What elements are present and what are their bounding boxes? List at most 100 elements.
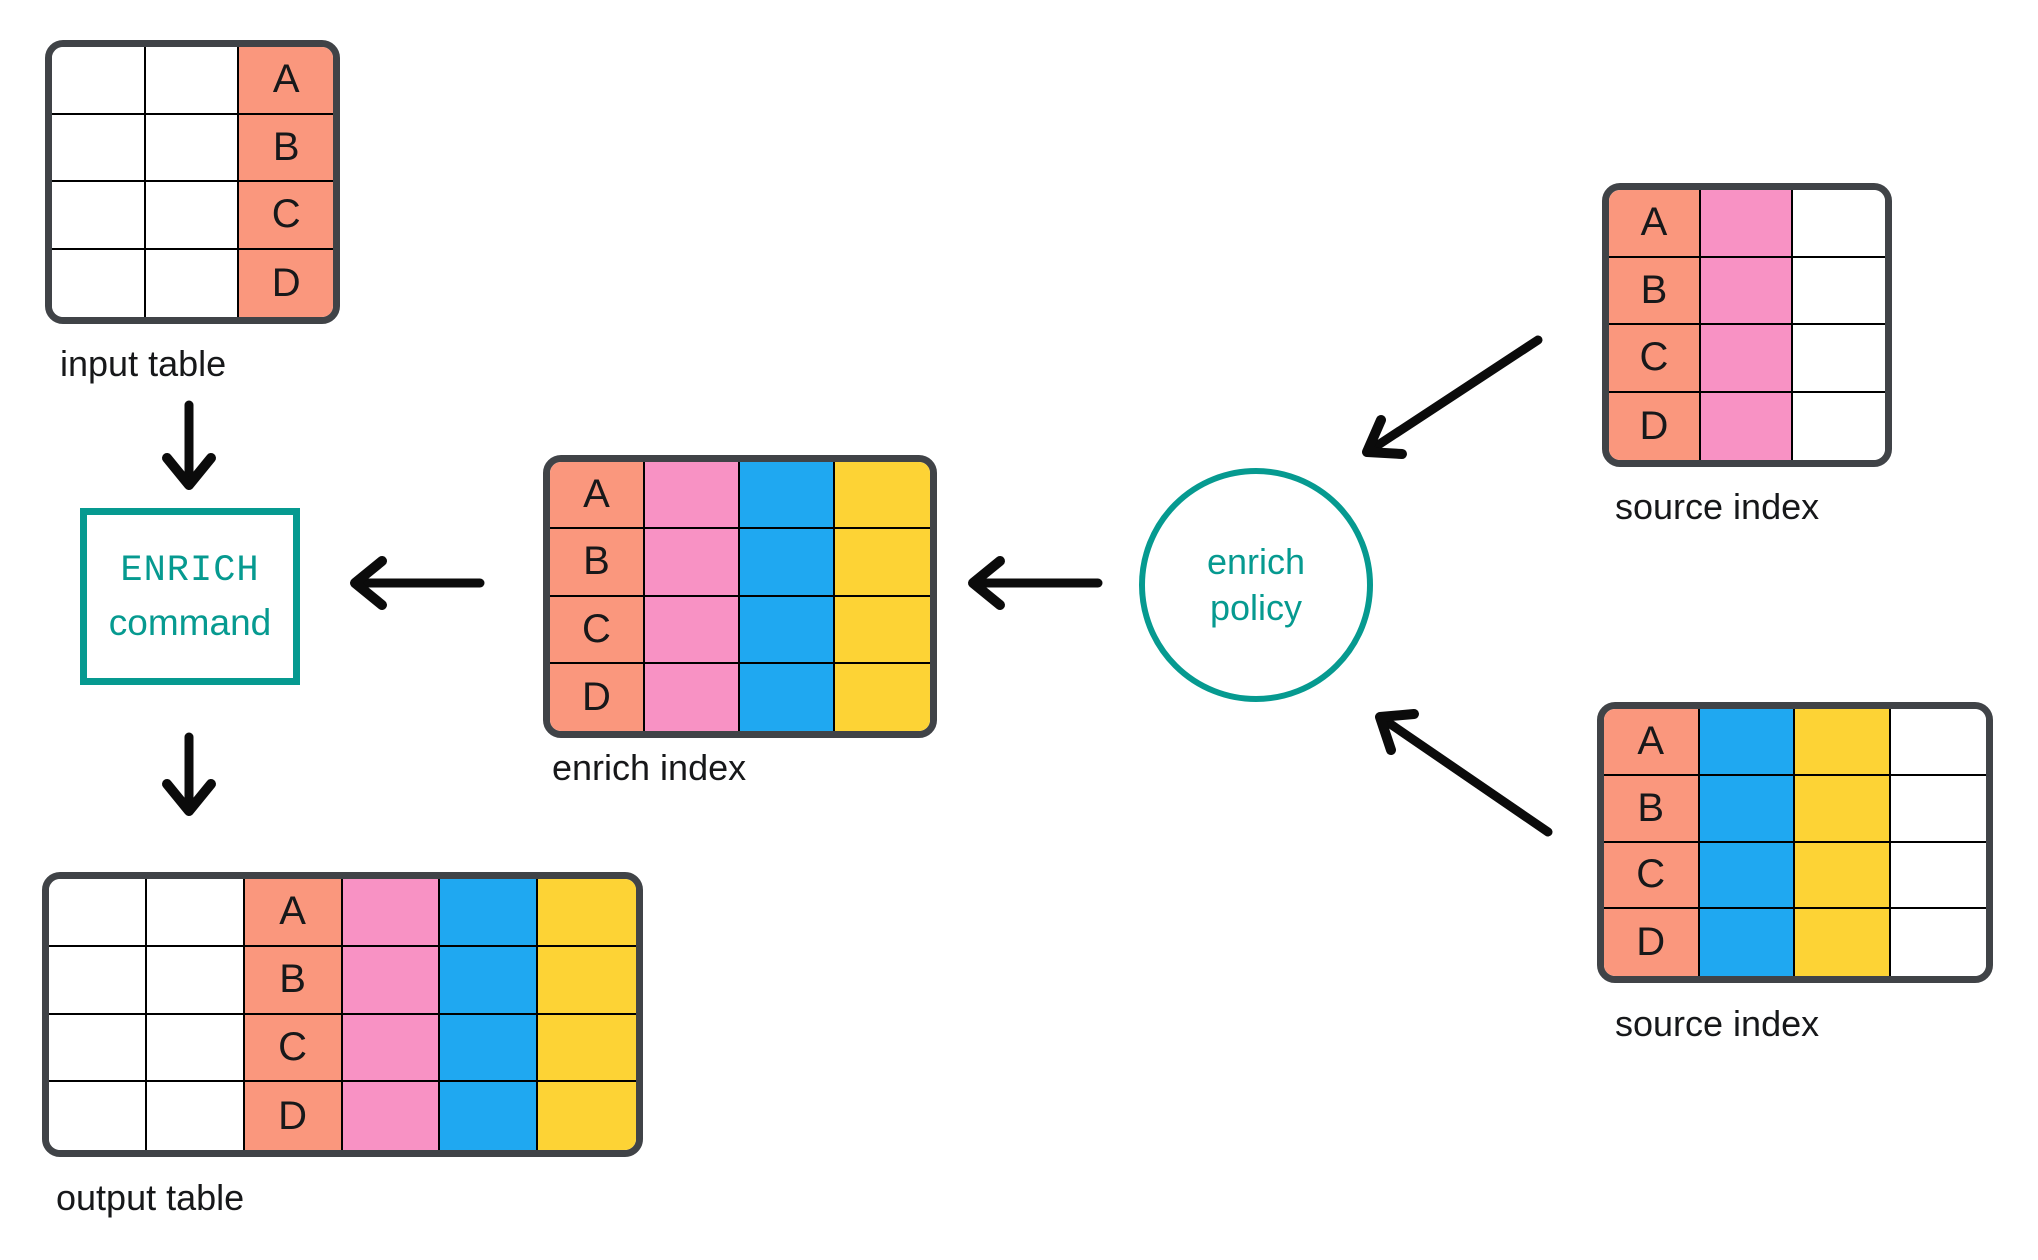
cell-white [1793,392,1885,460]
cell-pink [645,663,740,731]
cell-blue [1699,909,1795,976]
cell-blue [1699,842,1795,910]
cell-pink [1701,392,1793,460]
cell-pink [1701,325,1793,393]
key-cell-B: B [244,946,343,1015]
key-cell-D: D [239,249,333,317]
arrow-input-to-command [162,400,216,490]
cell-white [146,1082,245,1150]
cell-white [52,249,146,317]
cell-blue [740,596,835,664]
key-cell-A: A [1609,190,1701,258]
cell-yellow [538,879,636,947]
cell-yellow [1795,709,1891,776]
cell-yellow [835,529,930,597]
key-cell-B: B [550,529,645,597]
cell-yellow [1795,775,1891,843]
key-cell-A: A [550,462,645,530]
cell-white [49,946,147,1015]
key-cell-C: C [244,1014,343,1083]
cell-yellow [1795,909,1891,976]
key-cell-A: A [244,879,343,947]
cell-white [52,182,146,250]
cell-white [1793,325,1885,393]
cell-yellow [835,596,930,664]
cell-pink [645,462,740,530]
source-index-bottom-label: source index [1615,1003,1820,1044]
cell-blue [440,1014,539,1083]
cell-white [146,879,245,947]
key-cell-C: C [1604,842,1700,910]
key-cell-C: C [1609,325,1701,393]
enrich-policy-circle: enrich policy [1139,468,1373,702]
cell-yellow [835,663,930,731]
output-table-label: output table [56,1177,245,1218]
key-cell-A: A [1604,709,1700,776]
arrow-policy-to-index [968,556,1103,610]
input-table-label: input table [60,343,227,384]
cell-pink [1701,190,1793,258]
cell-white [1890,909,1986,976]
key-cell-D: D [244,1082,343,1150]
cell-white [1793,257,1885,325]
cell-blue [1699,709,1795,776]
cell-blue [440,946,539,1015]
cell-white [146,946,245,1015]
cell-white [145,249,240,317]
enrich-command-box: ENRICH command [80,508,300,685]
cell-white [146,1014,245,1083]
cell-yellow [538,946,636,1015]
source-index-top-label: source index [1615,486,1820,527]
cell-white [145,114,240,182]
cell-blue [740,462,835,530]
cell-white [52,47,146,115]
cell-blue [440,879,539,947]
cell-blue [740,663,835,731]
cell-blue [740,529,835,597]
key-cell-C: C [239,182,333,250]
key-cell-A: A [239,47,333,115]
key-cell-B: B [1609,257,1701,325]
enrich-policy-line2: policy [1209,587,1303,628]
key-cell-D: D [550,663,645,731]
arrow-source-top-to-policy [1362,335,1543,459]
cell-pink [1701,257,1793,325]
cell-yellow [1795,842,1891,910]
arrow-source-bottom-to-policy [1375,709,1553,837]
cell-white [49,1082,147,1150]
arrow-command-to-output [162,732,216,816]
cell-white [1890,775,1986,843]
cell-pink [342,1082,441,1150]
enrich-index-label: enrich index [552,747,747,788]
cell-pink [645,529,740,597]
cell-pink [342,1014,441,1083]
cell-white [49,879,147,947]
arrow-index-to-command [350,556,485,610]
cell-yellow [835,462,930,530]
key-cell-D: D [1609,392,1701,460]
cell-white [1793,190,1885,258]
enrich-policy-line1: enrich [1206,541,1306,582]
cell-white [52,114,146,182]
cell-pink [342,946,441,1015]
cell-pink [342,879,441,947]
cell-blue [440,1082,539,1150]
cell-white [145,182,240,250]
enrich-command-line1: ENRICH [120,549,260,592]
cell-yellow [538,1082,636,1150]
cell-white [1890,709,1986,776]
cell-white [49,1014,147,1083]
cell-yellow [538,1014,636,1083]
enrich-command-line2: command [108,601,272,643]
cell-pink [645,596,740,664]
key-cell-B: B [1604,775,1700,843]
cell-white [1890,842,1986,910]
cell-white [145,47,240,115]
